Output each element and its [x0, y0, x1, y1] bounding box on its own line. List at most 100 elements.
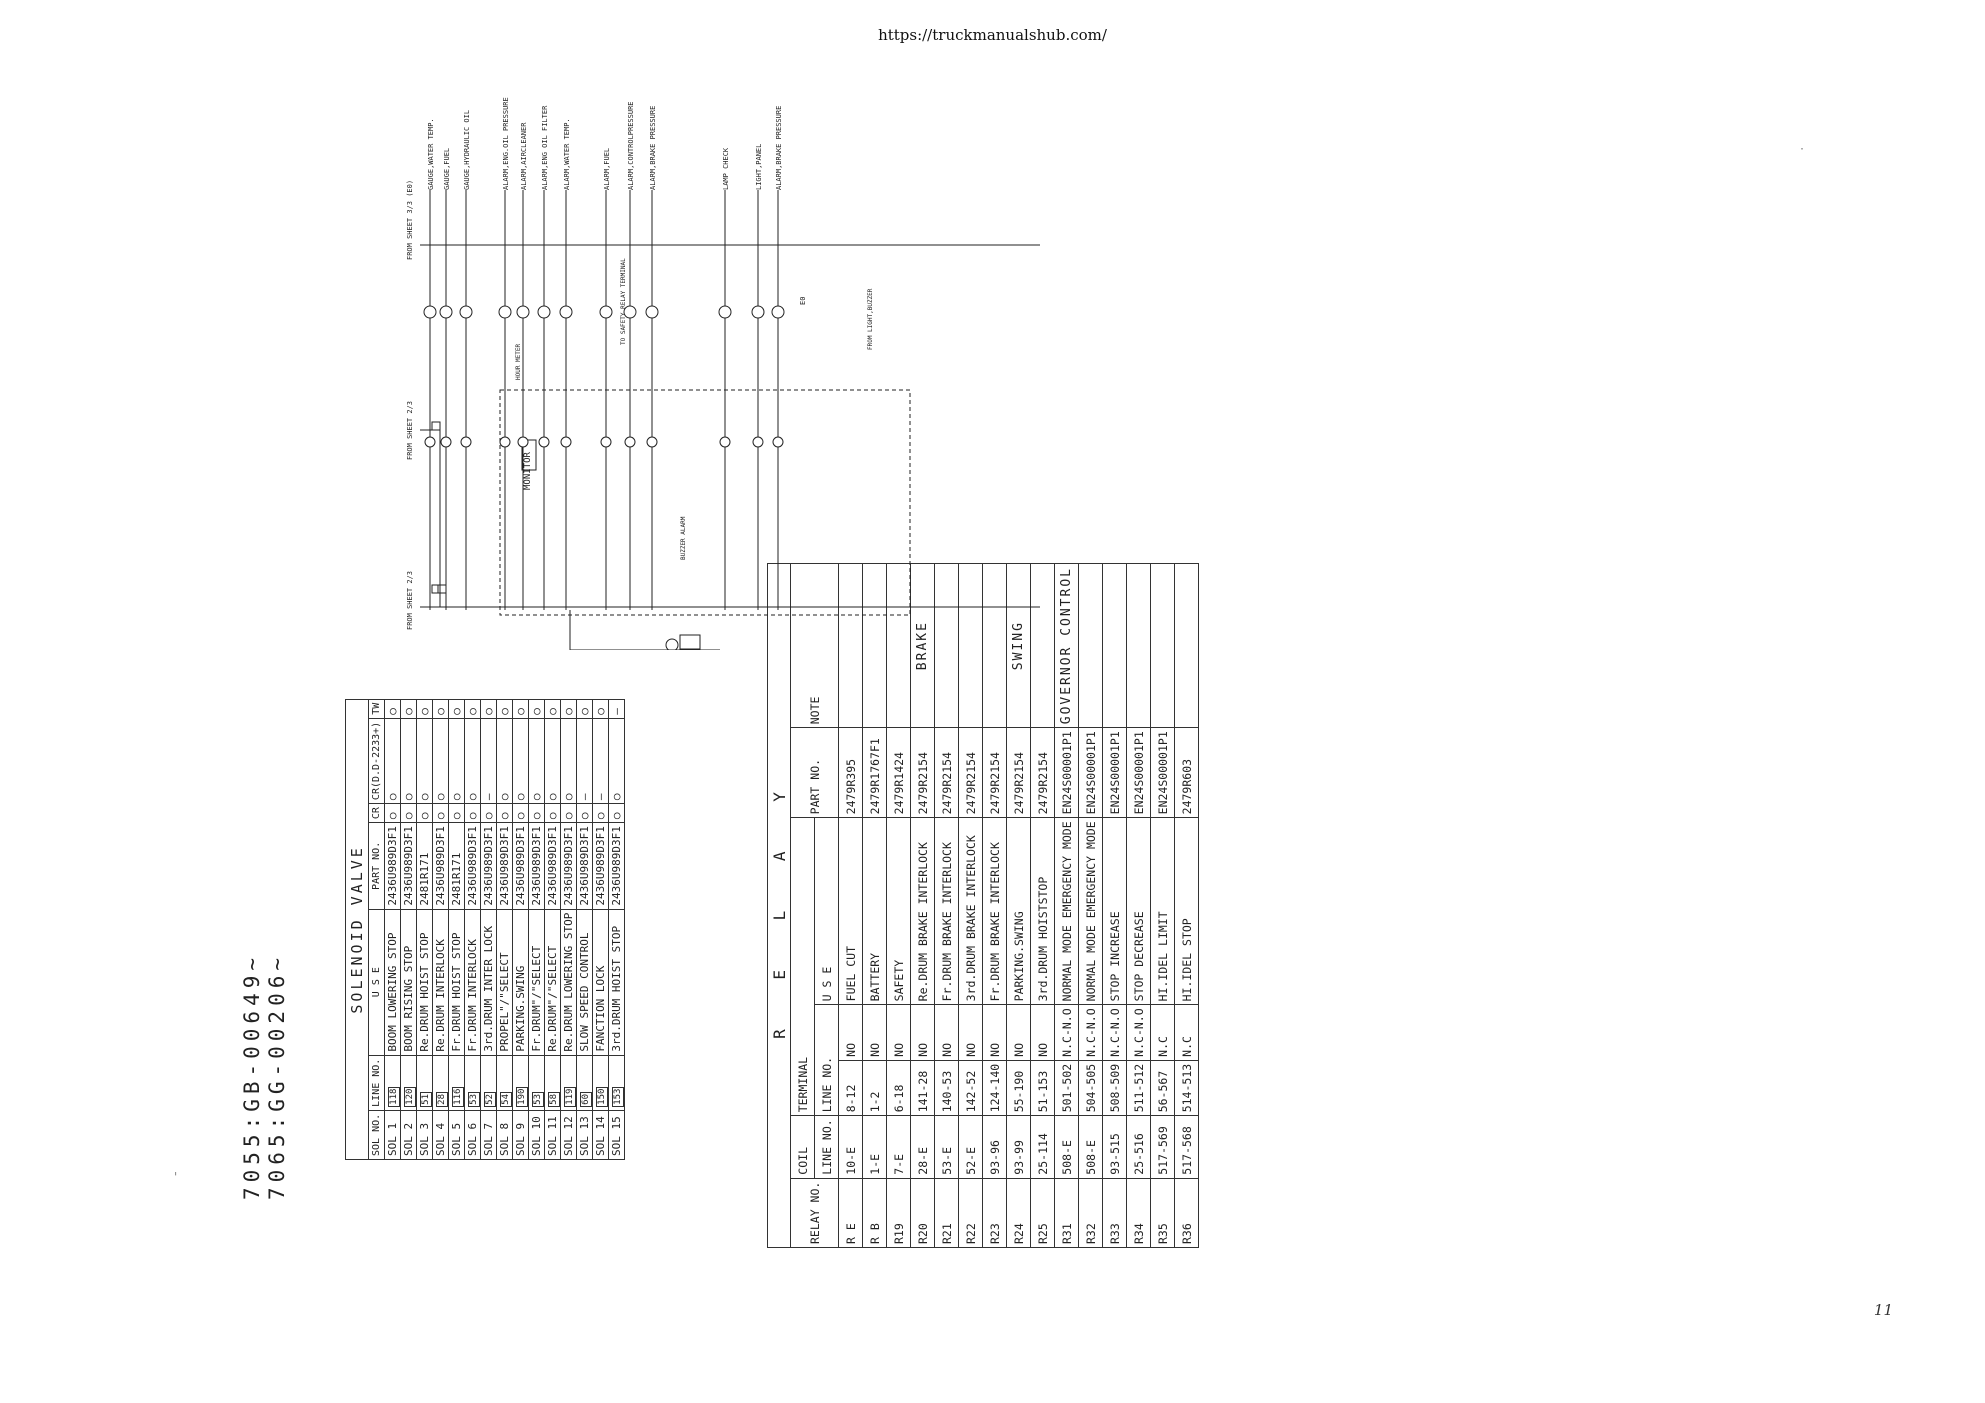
terminal-box: [431, 584, 441, 594]
output-indicator-symbol: [498, 305, 512, 319]
sol-no-cell: SOL 8: [496, 1110, 513, 1160]
part-no-cell: 2436U989D3F1: [608, 822, 625, 910]
cr-cell: ○: [544, 803, 561, 823]
buzzer-alarm-label: BUZZER ALARM: [680, 516, 687, 560]
note-cell: [1174, 563, 1199, 728]
part-no-cell: EN24S00001P1: [1150, 727, 1175, 818]
use-cell: BATTERY: [862, 817, 887, 1005]
contact-type-cell: N.C-N.O: [1078, 1004, 1103, 1061]
part-no-cell: 2479R395: [838, 727, 863, 818]
part-no-cell: 2436U989D3F1: [576, 822, 593, 910]
line-no-cell: 58: [544, 1055, 561, 1111]
cr-sub-cell: ○: [560, 718, 577, 804]
part-no-cell: 2436U989D3F1: [464, 822, 481, 910]
tw-cell: ○: [528, 699, 545, 719]
terminal-line-cell: 140-53: [934, 1060, 959, 1116]
output-label: LIGHT,PANEL: [755, 144, 763, 190]
term-line-header: LINE NO.: [814, 1004, 839, 1116]
contact-type-cell: NO: [1006, 1004, 1031, 1061]
line-no-box: 190: [516, 1086, 528, 1107]
coil-line-cell: 10-E: [838, 1115, 863, 1179]
terminal-line-cell: 1-2: [862, 1060, 887, 1116]
cr-header: CR: [368, 803, 385, 823]
cr-cell: ○: [464, 803, 481, 823]
use-cell: HI.IDEL LIMIT: [1150, 817, 1175, 1005]
lamp-symbol: [499, 436, 511, 448]
part-no-cell: 2479R1767F1: [862, 727, 887, 818]
relay-no-cell: R31: [1054, 1178, 1079, 1248]
cr-sub-cell: ○: [400, 718, 417, 804]
use-cell: SAFETY: [886, 817, 911, 1005]
line-no-cell: 190: [512, 1055, 529, 1111]
part-no-cell: 2436U989D3F1: [512, 822, 529, 910]
use-cell: Fr.DRUM"/"SELECT: [528, 909, 545, 1056]
cr-sub-cell: ○: [528, 718, 545, 804]
line-no-box: 28: [436, 1092, 448, 1107]
line-no-box: 116: [452, 1086, 464, 1107]
contact-type-cell: NO: [982, 1004, 1007, 1061]
part-no-cell: 2479R2154: [982, 727, 1007, 818]
sol-no-cell: SOL 9: [512, 1110, 529, 1160]
part-no-cell: 2479R2154: [1006, 727, 1031, 818]
output-label: GAUGE,HYDRAULIC OIL: [463, 110, 471, 190]
part-no-cell: EN24S00001P1: [1126, 727, 1151, 818]
terminal-line-cell: 504-505: [1078, 1060, 1103, 1116]
terminal-line-cell: 124-140: [982, 1060, 1007, 1116]
use-cell: 3rd.DRUM HOIST STOP: [608, 909, 625, 1056]
scan-speck: ·: [1798, 144, 1805, 155]
tw-cell: ○: [384, 699, 401, 719]
solenoid-valve-table: SOLENOID VALVE SOL NO. LINE NO. U S E PA…: [345, 699, 625, 1160]
use-cell: Re.DRUM LOWERING STOP: [560, 909, 577, 1056]
contact-type-cell: N.C-N.O: [1054, 1004, 1079, 1061]
lamp-symbol: [600, 436, 612, 448]
use-cell: STOP INCREASE: [1102, 817, 1127, 1005]
sol-no-cell: SOL 15: [608, 1110, 625, 1160]
buzzer-symbol: [665, 638, 679, 650]
use-cell: PARKING.SWING: [1006, 817, 1031, 1005]
relay-no-cell: R36: [1174, 1178, 1199, 1248]
output-label: GAUGE,FUEL: [443, 148, 451, 190]
coil-header: COIL: [790, 1115, 815, 1179]
cr-cell: ○: [448, 803, 465, 823]
lamp-symbol: [440, 436, 452, 448]
sol-no-cell: SOL 5: [448, 1110, 465, 1160]
cr-sub-header: CR(D.D-2233+): [368, 718, 385, 804]
tw-cell: ○: [576, 699, 593, 719]
hour-meter-label: HOUR METER: [515, 343, 522, 380]
tw-cell: ○: [496, 699, 513, 719]
contact-type-cell: NO: [862, 1004, 887, 1061]
note-cell: [1102, 563, 1127, 728]
output-label: ALARM,BRAKE PRESSURE: [775, 106, 783, 190]
line-no-cell: 118: [384, 1055, 401, 1111]
part-no-cell: 2436U989D3F1: [432, 822, 449, 910]
use-cell: FANCTION LOCK: [592, 909, 609, 1056]
lamp-symbol: [646, 436, 658, 448]
use-cell: PARKING.SWING: [512, 909, 529, 1056]
line-no-cell: 54: [496, 1055, 513, 1111]
relay-no-cell: R B: [862, 1178, 887, 1248]
relay-no-cell: R19: [886, 1178, 911, 1248]
model-number-1: 7055:GB-00649~: [240, 952, 264, 1200]
coil-line-cell: 25-516: [1126, 1115, 1151, 1179]
output-label: ALARM,AIRCLEANER: [520, 122, 528, 190]
relay-no-header: RELAY NO.: [790, 1178, 839, 1248]
cr-sub-cell: –: [480, 718, 497, 804]
sol-no-cell: SOL 13: [576, 1110, 593, 1160]
output-indicator-symbol: [623, 305, 637, 319]
lamp-symbol: [538, 436, 550, 448]
contact-type-cell: NO: [934, 1004, 959, 1061]
cr-sub-cell: ○: [544, 718, 561, 804]
terminal-line-cell: 8-12: [838, 1060, 863, 1116]
contact-type-cell: NO: [886, 1004, 911, 1061]
sol-no-cell: SOL 14: [592, 1110, 609, 1160]
line-no-box: 53: [532, 1092, 544, 1107]
output-indicator-symbol: [751, 305, 765, 319]
